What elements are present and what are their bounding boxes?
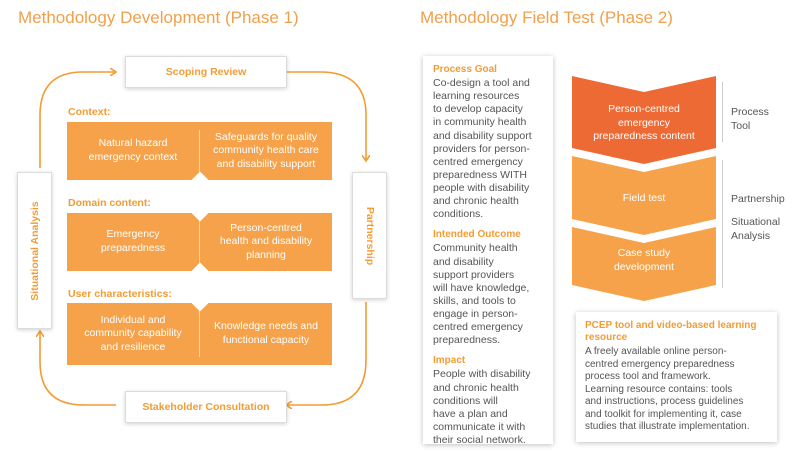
- scoping-review-node: Scoping Review: [125, 56, 287, 88]
- chevron-3-shape: [572, 227, 716, 301]
- user-characteristics-label: User characteristics:: [68, 288, 172, 300]
- arrow-situational-to-scoping: [39, 72, 115, 168]
- pcep-panel: PCEP tool and video-based learning resou…: [576, 312, 777, 442]
- user-left-cell: Individual and community capability and …: [84, 313, 182, 353]
- chevron-1-label: Person-centred emergency preparedness co…: [593, 103, 695, 143]
- arrow-stakeholder-to-situational: [40, 332, 116, 406]
- user-divider: [199, 311, 200, 357]
- chevron-stack: [572, 76, 716, 301]
- side-label-process-tool: Process Tool: [731, 106, 769, 132]
- situational-analysis-label: Situational Analysis: [28, 200, 41, 301]
- context-left-cell: Natural hazard emergency context: [88, 137, 178, 163]
- bracket-line-process: [722, 82, 723, 142]
- domain-right-cell: Person-centred health and disability pla…: [219, 221, 313, 261]
- domain-content-band: Emergency preparedness Person-centred he…: [67, 204, 332, 280]
- side-label-partnership: Partnership: [731, 193, 785, 205]
- domain-content-label: Domain content:: [68, 197, 151, 209]
- partnership-label: Partnership: [363, 206, 376, 265]
- arrow-scoping-to-partnership: [287, 71, 366, 160]
- stakeholder-consultation-node: Stakeholder Consultation: [125, 391, 287, 423]
- intended-outcome-title: Intended Outcome: [433, 229, 521, 241]
- domain-left-cell: Emergency preparedness: [100, 228, 166, 254]
- side-label-situational-analysis: Situational Analysis: [731, 216, 781, 242]
- partnership-node: Partnership: [352, 172, 387, 299]
- phase1-title: Methodology Development (Phase 1): [18, 8, 299, 27]
- context-band: Natural hazard emergency context Safegua…: [67, 122, 332, 189]
- intended-outcome-text: Community health and disability support …: [433, 242, 530, 347]
- process-goal-text: Co-design a tool and learning resources …: [433, 77, 532, 221]
- context-right-cell: Safeguards for quality community health …: [213, 130, 319, 170]
- impact-text: People with disability and chronic healt…: [433, 368, 531, 446]
- situational-analysis-node: Situational Analysis: [17, 172, 52, 329]
- cycle-arrows: [0, 0, 400, 460]
- chevron-2-label: Field test: [622, 192, 666, 204]
- bracket-line-partnership: [722, 160, 723, 288]
- pcep-text: A freely available online person- centre…: [585, 346, 750, 432]
- phase2-title: Methodology Field Test (Phase 2): [420, 8, 673, 27]
- user-right-cell: Knowledge needs and functional capacity: [214, 320, 318, 346]
- user-characteristics-band: Individual and community capability and …: [67, 294, 332, 365]
- chevron-1-shape: [572, 76, 716, 164]
- context-label: Context:: [68, 106, 111, 118]
- goals-panel: Process Goal Co-design a tool and learni…: [423, 56, 553, 446]
- chevron-2-shape: [572, 156, 716, 235]
- arrow-partnership-to-stakeholder: [287, 302, 367, 405]
- context-divider: [199, 130, 200, 172]
- chevron-3-label: Case study development: [613, 247, 675, 273]
- process-goal-title: Process Goal: [433, 64, 497, 75]
- impact-title: Impact: [433, 355, 466, 367]
- pcep-title: PCEP tool and video-based learning resou…: [585, 320, 757, 343]
- domain-divider: [199, 221, 200, 263]
